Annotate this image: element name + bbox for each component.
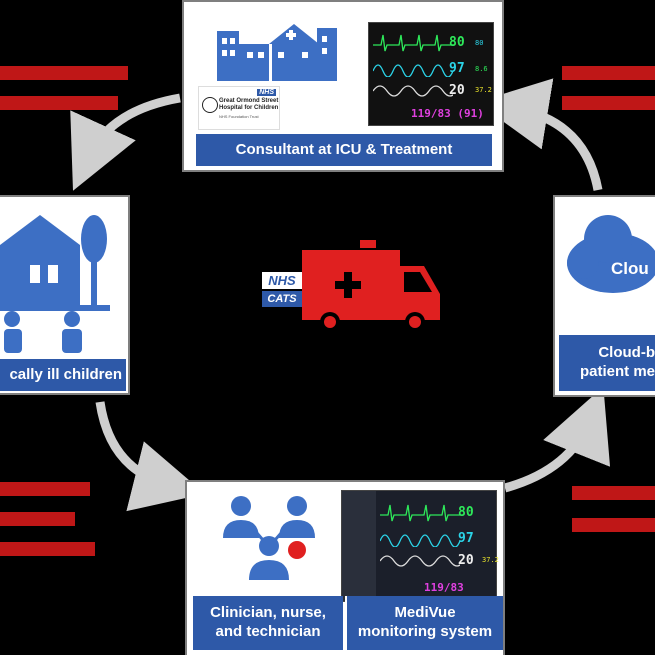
house-family-icon <box>0 215 110 353</box>
clinician-line1: Clinician, nurse, <box>210 604 326 622</box>
rr-value: 20 <box>449 83 465 98</box>
gosh-logo: NHS Great Ormond Street Hospital for Chi… <box>198 86 280 130</box>
arrow-icu-to-home <box>70 93 181 191</box>
cloud-banner-line1: Cloud-b <box>598 344 655 362</box>
clinician-line2: and technician <box>215 623 321 640</box>
icu-vital-monitor: 80 97 20 80 8.6 37.2 119/83 (91) <box>368 22 494 126</box>
pleth-wave-cyan <box>373 64 453 77</box>
gosh-name-line2: Hospital for Children <box>219 105 279 111</box>
ecg-wave-green <box>373 34 453 52</box>
cloud-label: Clou <box>611 259 649 278</box>
red-label-top-left <box>0 58 140 127</box>
cloud-banner-line2: patient me <box>579 363 655 380</box>
medivue-side-value-3: 37.2 <box>482 556 499 564</box>
icu-banner: Consultant at ICU & Treatment <box>196 134 492 166</box>
red-label-bottom-left <box>0 478 120 577</box>
spo2-value: 97 <box>449 61 465 76</box>
cloud-banner: Cloud-b patient me <box>559 335 655 391</box>
medivue-hr-value: 80 <box>458 505 474 520</box>
care-team-icon <box>223 496 315 580</box>
medivue-resp-wave <box>380 555 460 567</box>
medivue-line1: MediVue <box>394 604 456 622</box>
home-panel: cally ill children <box>0 195 130 395</box>
hr-value: 80 <box>449 35 465 50</box>
red-label-top-right <box>562 58 655 127</box>
gosh-face-icon <box>202 97 218 113</box>
side-value-1: 80 <box>475 39 484 47</box>
medivue-banner: MediVue monitoring system <box>345 596 503 650</box>
icu-panel: NHS Great Ormond Street Hospital for Chi… <box>182 0 504 172</box>
cloud-panel: Clou Cloud-b patient me <box>553 195 655 397</box>
ambulance-icon <box>302 240 440 332</box>
clinician-banner: Clinician, nurse, and technician <box>193 596 343 650</box>
clinician-panel: 80 97 20 37.2 119/83 (91) Clinician, nur… <box>185 480 505 655</box>
arrow-cloud-to-icu <box>476 78 603 191</box>
nhs-cats-logo: NHS CATS <box>262 272 302 318</box>
bp-value: 119/83 (91) <box>411 107 484 120</box>
resp-wave-white <box>373 85 453 97</box>
medivue-rr-value: 20 <box>458 553 474 568</box>
gosh-name-line1: Great Ormond Street <box>219 98 279 104</box>
home-banner: cally ill children <box>0 359 126 391</box>
arrow-home-to-clinician <box>95 401 205 512</box>
hospital-icon <box>217 24 337 81</box>
gosh-nhs-badge: NHS <box>257 89 276 96</box>
gosh-trust-line: NHS Foundation Trust <box>219 114 259 119</box>
medivue-ecg-wave <box>380 504 460 522</box>
medivue-pleth-wave <box>380 534 460 547</box>
medivue-line2: monitoring system <box>357 623 493 640</box>
side-value-3: 37.2 <box>475 86 492 94</box>
red-label-bottom-right <box>572 482 655 551</box>
nhs-badge: NHS <box>262 272 302 289</box>
medivue-monitor: 80 97 20 37.2 119/83 (91) <box>341 490 499 607</box>
cats-badge: CATS <box>262 291 302 307</box>
cloud-icon <box>567 215 655 293</box>
medivue-spo2-value: 97 <box>458 531 474 546</box>
side-value-2: 8.6 <box>475 65 488 73</box>
arrow-clinician-to-cloud <box>503 386 611 493</box>
medivue-sidebar <box>342 491 376 601</box>
